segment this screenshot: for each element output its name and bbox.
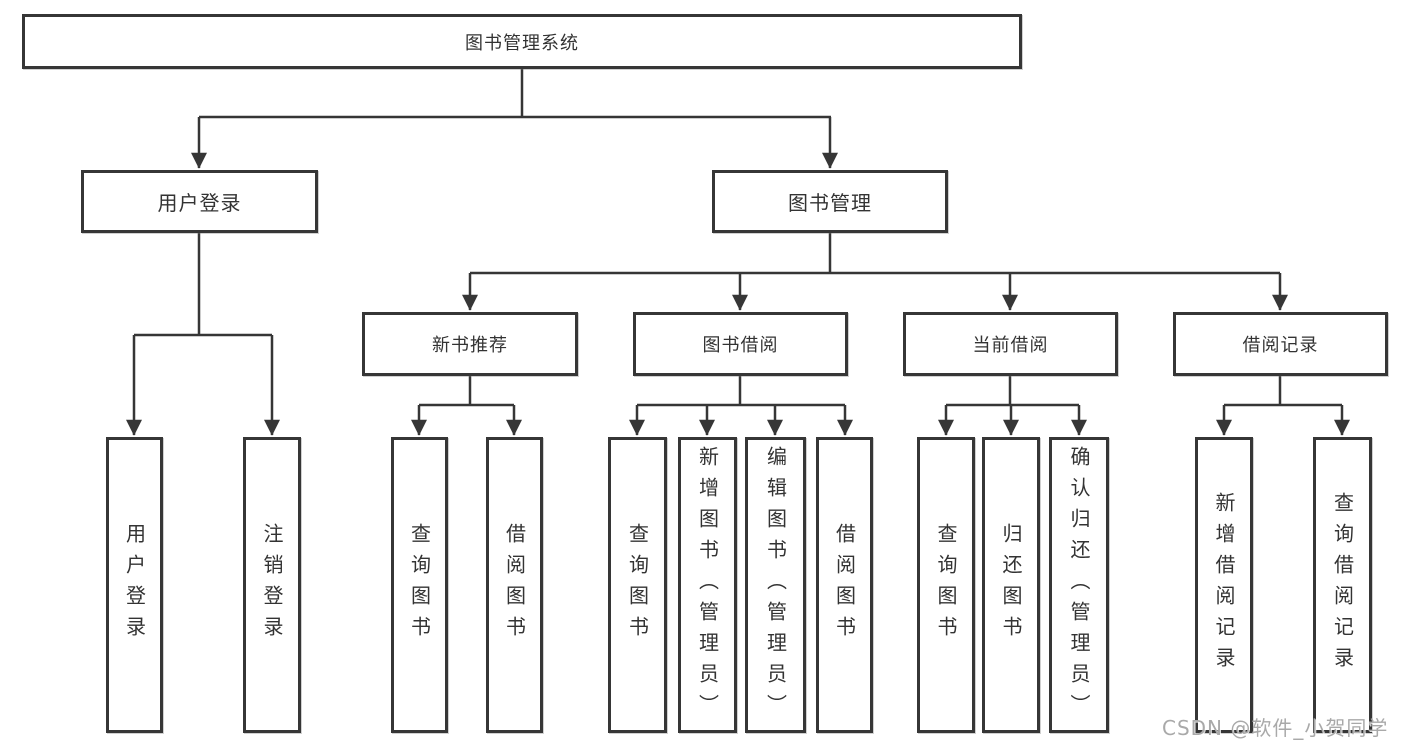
- node-book-management: 图书管理: [712, 170, 948, 233]
- leaf-borrow-books-recommend: 借阅图书: [486, 437, 543, 733]
- leaf-logout: 注销登录: [243, 437, 301, 733]
- leaf-return-books: 归还图书: [982, 437, 1040, 733]
- leaf-query-borrow-record: 查询借阅记录: [1313, 437, 1372, 733]
- node-borrow-records: 借阅记录: [1173, 312, 1388, 376]
- leaf-add-borrow-record: 新增借阅记录: [1195, 437, 1253, 733]
- leaf-confirm-return-admin: 确认归还（管理员）: [1049, 437, 1109, 733]
- leaf-query-books-current: 查询图书: [917, 437, 975, 733]
- leaf-user-login: 用户登录: [106, 437, 163, 733]
- node-user-login: 用户登录: [81, 170, 318, 233]
- leaf-add-books-admin: 新增图书（管理员）: [678, 437, 737, 733]
- leaf-query-books-borrow: 查询图书: [608, 437, 667, 733]
- leaf-borrow-books: 借阅图书: [816, 437, 873, 733]
- node-new-book-recommend: 新书推荐: [362, 312, 578, 376]
- node-current-borrow: 当前借阅: [903, 312, 1118, 376]
- leaf-edit-books-admin: 编辑图书（管理员）: [745, 437, 806, 733]
- node-book-borrow: 图书借阅: [633, 312, 848, 376]
- watermark: CSDN @软件_小贺同学: [1162, 716, 1389, 740]
- leaf-query-books-recommend: 查询图书: [391, 437, 448, 733]
- node-root: 图书管理系统: [22, 14, 1022, 69]
